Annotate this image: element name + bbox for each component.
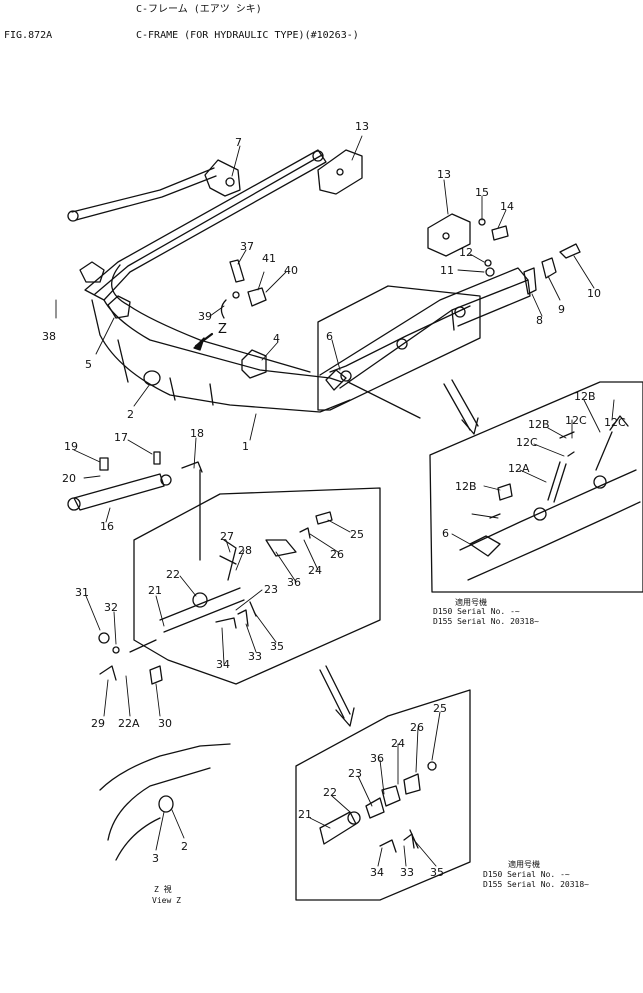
callout-32: 32 (104, 601, 118, 614)
callout-28: 28 (238, 544, 252, 557)
cylinder-16 (67, 451, 203, 511)
callout-38: 38 (42, 330, 56, 343)
view-z-arrow-label: Z (218, 322, 227, 337)
callout-27: 27 (220, 530, 234, 543)
callout-12b-a: 12B (574, 390, 596, 403)
callout-12: 12 (459, 246, 473, 259)
callout-29: 29 (91, 717, 105, 730)
title-english: C-FRAME (FOR HYDRAULIC TYPE)(#10263-) (136, 30, 359, 41)
callout-24: 24 (308, 564, 322, 577)
callout-37: 37 (240, 240, 254, 253)
hatched-arrow-1 (443, 379, 479, 435)
callout-12b-b: 12B (528, 418, 550, 431)
callout-labels: 13 7 38 5 2 4 1 39 37 41 40 6 13 15 14 1… (42, 120, 626, 879)
callout-21-lower: 21 (298, 808, 312, 821)
callout-41: 41 (262, 252, 276, 265)
callout-25: 25 (350, 528, 364, 541)
callout-20: 20 (62, 472, 76, 485)
callout-8: 8 (536, 314, 543, 327)
callout-9: 9 (558, 303, 565, 316)
callout-12c-c: 12C (516, 436, 538, 449)
title-japanese: C-フレーム (エアツ シキ) (136, 4, 262, 15)
serial-note-line-1b: D155 Serial No. 20318~ (433, 617, 539, 626)
callout-22a: 22A (118, 717, 140, 730)
callout-25-lower: 25 (433, 702, 447, 715)
callout-26-lower: 26 (410, 721, 424, 734)
callout-2: 2 (127, 408, 134, 421)
serial-note-header-2: 適用号機 (508, 860, 540, 869)
view-z-caption-en: View Z (152, 896, 181, 905)
view-z-arrow (193, 332, 214, 351)
callout-35-lower: 35 (430, 866, 444, 879)
callout-30: 30 (158, 717, 172, 730)
callout-21: 21 (148, 584, 162, 597)
callout-39: 39 (198, 310, 212, 323)
detail-box-right (429, 381, 643, 593)
callout-35: 35 (270, 640, 284, 653)
cover-plate-top (317, 149, 363, 195)
callout-10: 10 (587, 287, 601, 300)
callout-6-frame: 6 (326, 330, 333, 343)
callout-1: 1 (242, 440, 249, 453)
callout-12a: 12A (508, 462, 530, 475)
callout-6-detail: 6 (442, 527, 449, 540)
callout-22-lower: 22 (323, 786, 337, 799)
pin-group (220, 259, 267, 319)
callout-12c-a: 12C (604, 416, 626, 429)
callout-15: 15 (475, 186, 489, 199)
view-z-fragment (99, 743, 231, 861)
callout-12b-c: 12B (455, 480, 477, 493)
callout-19: 19 (64, 440, 78, 453)
callout-23: 23 (264, 583, 278, 596)
callout-36: 36 (287, 576, 301, 589)
callout-18: 18 (190, 427, 204, 440)
callout-12c-b: 12C (565, 414, 587, 427)
callout-23-lower: 23 (348, 767, 362, 780)
callout-16: 16 (100, 520, 114, 533)
serial-note-line-2b: D155 Serial No. 20318~ (483, 880, 589, 889)
callout-13-right: 13 (437, 168, 451, 181)
c-frame-body (67, 149, 531, 413)
detail-box-middle (98, 469, 381, 685)
callout-7: 7 (235, 136, 242, 149)
serial-note-line-1a: D150 Serial No. -~ (433, 607, 520, 616)
callout-14: 14 (500, 200, 514, 213)
leader-lines (55, 135, 615, 867)
callout-13-top: 13 (355, 120, 369, 133)
figure-number: FIG.872A (4, 30, 53, 41)
callout-17: 17 (114, 431, 128, 444)
callout-34-lower: 34 (370, 866, 384, 879)
view-z-caption-jp: Z 視 (154, 885, 172, 894)
callout-4: 4 (273, 332, 280, 345)
callout-5: 5 (85, 358, 92, 371)
serial-note-header-1: 適用号機 (455, 598, 487, 607)
serial-note-line-2a: D150 Serial No. -~ (483, 870, 570, 879)
callout-33: 33 (248, 650, 262, 663)
callout-22: 22 (166, 568, 180, 581)
callout-3-viewz: 3 (152, 852, 159, 865)
hatched-arrow-2 (319, 665, 355, 727)
callout-24-lower: 24 (391, 737, 405, 750)
callout-34: 34 (216, 658, 230, 671)
callout-40: 40 (284, 264, 298, 277)
detail-box-6 (317, 285, 481, 419)
detail-box-lower (295, 689, 471, 901)
callout-33-lower: 33 (400, 866, 414, 879)
callout-11: 11 (440, 264, 454, 277)
callout-2-viewz: 2 (181, 840, 188, 853)
right-hardware-group (427, 213, 581, 295)
callout-31: 31 (75, 586, 89, 599)
callout-26: 26 (330, 548, 344, 561)
callout-36-lower: 36 (370, 752, 384, 765)
